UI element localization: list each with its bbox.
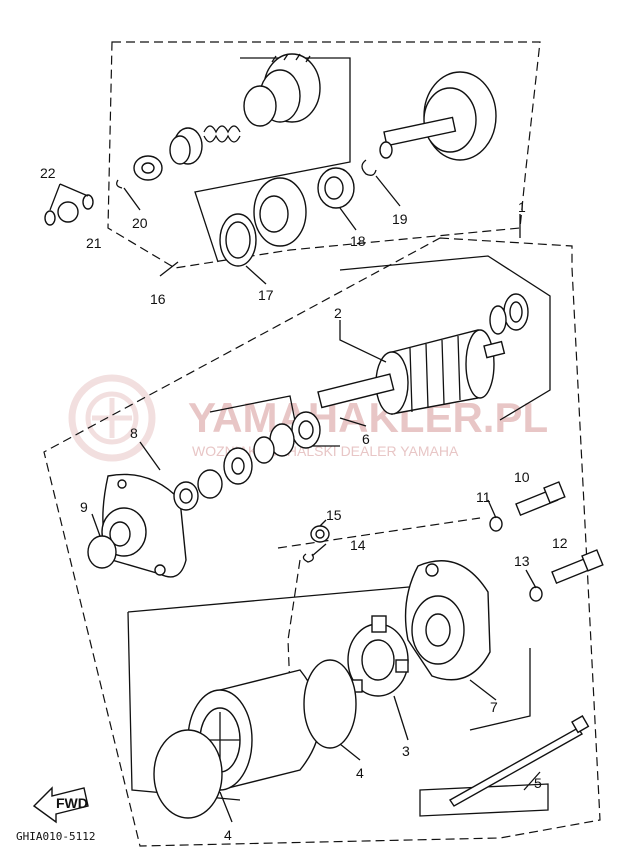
watermark-logo-icon — [68, 374, 156, 462]
yoke-4 — [187, 669, 321, 791]
clip-19 — [361, 159, 377, 176]
callout-1: 1 — [518, 199, 526, 215]
front-cover-8 — [101, 473, 187, 578]
fwd-label: FWD — [56, 795, 88, 811]
overrunning-clutch — [379, 71, 497, 161]
callout-12: 12 — [552, 535, 568, 551]
armature-frame — [339, 255, 551, 421]
watermark-brand: YAMAHAKLER.PL — [188, 394, 548, 441]
washer-11 — [489, 516, 503, 532]
clip-20 — [116, 179, 123, 189]
rear-cover-7 — [404, 560, 491, 681]
fwd-arrow-icon — [32, 786, 89, 824]
bearing-housing — [253, 177, 307, 247]
gasket-4-lower — [153, 729, 223, 819]
callout-18: 18 — [350, 233, 366, 249]
callout-16: 16 — [150, 291, 166, 307]
callout-13: 13 — [514, 553, 530, 569]
callout-9: 9 — [80, 499, 88, 515]
callout-2: 2 — [334, 305, 342, 321]
collar — [169, 127, 203, 165]
callout-14: 14 — [350, 537, 366, 553]
gasket-4-upper — [303, 659, 357, 749]
nut-15 — [310, 525, 330, 543]
leader-lines — [91, 175, 541, 823]
diagram-code: GHIA010-5112 — [16, 830, 95, 843]
washer-13 — [529, 586, 543, 602]
callout-22: 22 — [40, 165, 56, 181]
brush-holder-3 — [347, 615, 409, 697]
brush-plate-small — [223, 447, 253, 485]
bolt-frame — [419, 783, 549, 817]
callout-10: 10 — [514, 469, 530, 485]
callout-20: 20 — [132, 215, 148, 231]
group-outline-16 — [107, 41, 541, 269]
callout-19: 19 — [392, 211, 408, 227]
through-bolt-5 — [448, 715, 590, 807]
spring — [203, 125, 241, 143]
callout-11: 11 — [476, 489, 491, 505]
o-ring-9 — [87, 535, 117, 569]
subgroup-outline — [194, 57, 351, 263]
retainer-18 — [317, 167, 355, 209]
callout-6: 6 — [362, 431, 370, 447]
callout-17: 17 — [258, 287, 274, 303]
washer-14 — [302, 553, 314, 563]
callout-8: 8 — [130, 425, 138, 441]
bolt-10 — [515, 481, 566, 517]
armature — [317, 329, 506, 415]
callout-3: 3 — [402, 743, 410, 759]
group-outline-1 — [43, 237, 601, 847]
bolt-12 — [551, 549, 604, 585]
clutch-assembly — [243, 53, 321, 127]
callout-7: 7 — [490, 699, 498, 715]
callout-21: 21 — [86, 235, 102, 251]
callout-15: 15 — [326, 507, 342, 523]
callout-4-lower: 4 — [224, 827, 232, 843]
bushing-set-21-22 — [44, 194, 94, 226]
callout-4-upper: 4 — [356, 765, 364, 781]
bearing-8 — [173, 481, 199, 511]
callout-5: 5 — [534, 775, 542, 791]
